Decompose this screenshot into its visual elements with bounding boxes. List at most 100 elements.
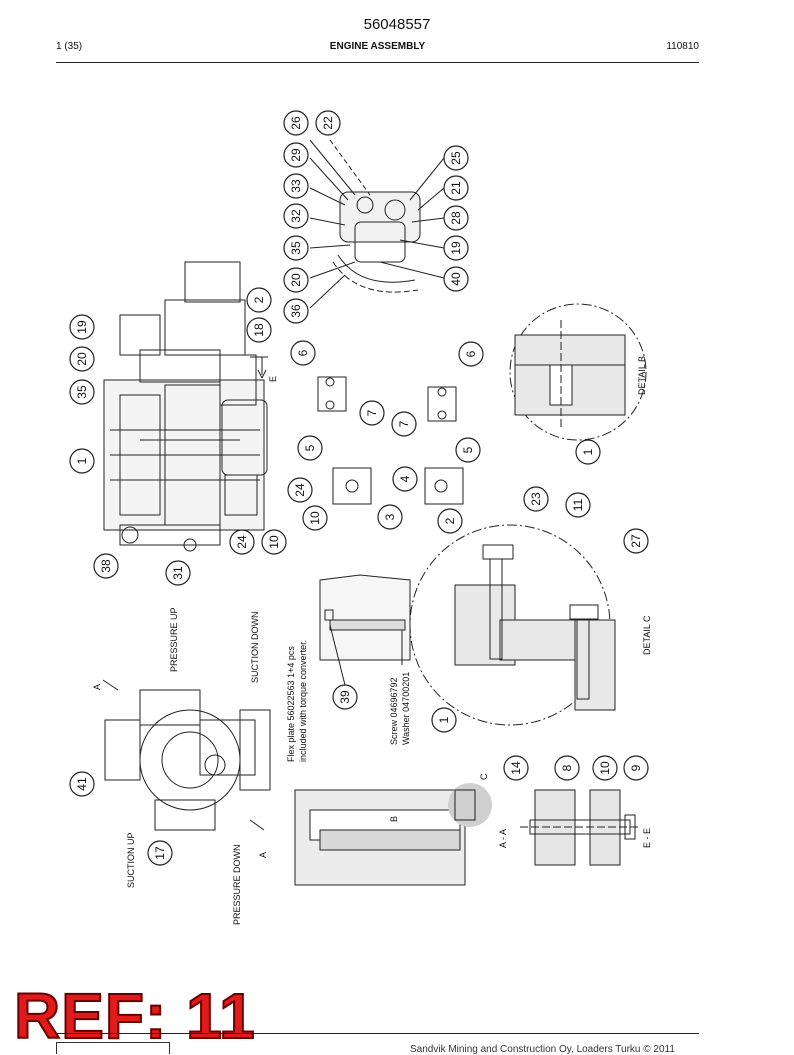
ref-badge: REF: 11 xyxy=(13,980,256,1052)
svg-text:6: 6 xyxy=(464,350,478,357)
svg-text:7: 7 xyxy=(397,420,411,427)
svg-text:19: 19 xyxy=(75,320,89,334)
svg-text:36: 36 xyxy=(289,304,303,318)
svg-text:1: 1 xyxy=(581,448,595,455)
screw-note: Screw 04696792 xyxy=(389,677,399,745)
svg-text:24: 24 xyxy=(235,535,249,549)
pump-detail-view xyxy=(309,139,445,309)
svg-text:33: 33 xyxy=(289,179,303,193)
callout-17: 17 xyxy=(147,840,173,866)
callout-25: 25 xyxy=(443,145,469,171)
callout-4: 4 xyxy=(392,466,418,492)
svg-text:27: 27 xyxy=(629,534,643,548)
pressure-down-label: PRESSURE DOWN xyxy=(232,844,242,925)
callout-31: 31 xyxy=(165,560,191,586)
svg-text:7: 7 xyxy=(365,409,379,416)
drawing-labels: E DETAIL B DETAIL C PRESSURE UP SUCTION … xyxy=(92,356,652,925)
section-a-a-label: A - A xyxy=(498,829,508,848)
callout-6: 6 xyxy=(458,341,484,367)
callout-1: 1 xyxy=(575,439,601,465)
svg-text:21: 21 xyxy=(449,181,463,195)
callout-2: 2 xyxy=(437,508,463,534)
svg-text:5: 5 xyxy=(303,444,317,451)
svg-text:10: 10 xyxy=(267,535,281,549)
callout-5: 5 xyxy=(297,435,323,461)
svg-text:35: 35 xyxy=(75,385,89,399)
svg-text:8: 8 xyxy=(560,764,574,771)
engine-side-view xyxy=(103,261,268,552)
footer-divider xyxy=(56,1033,699,1034)
callout-7: 7 xyxy=(391,411,417,437)
callout-2: 2 xyxy=(246,287,272,313)
svg-text:31: 31 xyxy=(171,566,185,580)
callout-20: 20 xyxy=(283,267,309,293)
document-code: 110810 xyxy=(666,41,699,52)
callout-28: 28 xyxy=(443,205,469,231)
svg-text:26: 26 xyxy=(289,116,303,130)
callout-24: 24 xyxy=(287,477,313,503)
header-row: 1 (35) ENGINE ASSEMBLY 110810 xyxy=(56,41,699,55)
suction-up-label: SUCTION UP xyxy=(126,832,136,888)
callout-bubbles: 26 22 29 25 33 21 32 28 35 19 20 40 36 2… xyxy=(69,110,649,866)
callout-26: 26 xyxy=(283,110,309,136)
svg-text:17: 17 xyxy=(153,846,167,860)
detail-b-marker: B xyxy=(389,816,399,822)
header-divider xyxy=(56,62,699,63)
section-e-marker: E xyxy=(268,376,278,382)
footer-copyright: Sandvik Mining and Construction Oy, Load… xyxy=(410,1044,675,1055)
pressure-up-label: PRESSURE UP xyxy=(169,607,179,672)
callout-41: 41 xyxy=(69,771,95,797)
svg-text:38: 38 xyxy=(99,559,113,573)
flex-plate-note-line1: Flex plate 56022563 1+4 pcs xyxy=(286,646,296,762)
svg-text:39: 39 xyxy=(338,690,352,704)
callout-20: 20 xyxy=(69,346,95,372)
flex-plate-detail xyxy=(319,574,411,686)
callout-39: 39 xyxy=(332,684,358,710)
callout-19: 19 xyxy=(443,235,469,261)
section-a-marker-top: A xyxy=(92,684,102,690)
callout-32: 32 xyxy=(283,203,309,229)
page-indicator: 1 (35) xyxy=(56,41,83,52)
svg-text:3: 3 xyxy=(383,513,397,520)
callout-35: 35 xyxy=(69,379,95,405)
detail-c-marker: C xyxy=(479,773,489,780)
engine-front-view xyxy=(102,679,271,831)
callout-33: 33 xyxy=(283,173,309,199)
svg-text:10: 10 xyxy=(308,511,322,525)
callout-18: 18 xyxy=(246,317,272,343)
svg-text:1: 1 xyxy=(75,457,89,464)
callout-19: 19 xyxy=(69,314,95,340)
callout-21: 21 xyxy=(443,175,469,201)
brand-logo xyxy=(56,1042,170,1054)
callout-10: 10 xyxy=(302,505,328,531)
callout-10: 10 xyxy=(592,755,618,781)
callout-24: 24 xyxy=(229,529,255,555)
suction-down-label: SUCTION DOWN xyxy=(250,612,260,684)
svg-text:28: 28 xyxy=(449,211,463,225)
callout-40: 40 xyxy=(443,266,469,292)
section-e-e-label: E - E xyxy=(642,828,652,848)
callout-23: 23 xyxy=(523,486,549,512)
svg-text:18: 18 xyxy=(252,323,266,337)
svg-text:20: 20 xyxy=(289,273,303,287)
svg-text:5: 5 xyxy=(461,446,475,453)
svg-text:25: 25 xyxy=(449,151,463,165)
svg-text:35: 35 xyxy=(289,241,303,255)
flex-plate-note-line2: included with torque converter. xyxy=(298,640,308,762)
callout-29: 29 xyxy=(283,142,309,168)
svg-text:19: 19 xyxy=(449,241,463,255)
page-title: ENGINE ASSEMBLY xyxy=(329,41,426,52)
svg-text:2: 2 xyxy=(252,296,266,303)
callout-38: 38 xyxy=(93,553,119,579)
svg-text:40: 40 xyxy=(449,272,463,286)
detail-b xyxy=(509,303,647,441)
svg-text:41: 41 xyxy=(75,777,89,791)
callout-9: 9 xyxy=(623,755,649,781)
svg-text:1: 1 xyxy=(437,716,451,723)
callout-22: 22 xyxy=(315,110,341,136)
section-e-e xyxy=(520,789,640,866)
callout-7: 7 xyxy=(359,400,385,426)
svg-text:29: 29 xyxy=(289,148,303,162)
svg-text:14: 14 xyxy=(509,761,523,775)
